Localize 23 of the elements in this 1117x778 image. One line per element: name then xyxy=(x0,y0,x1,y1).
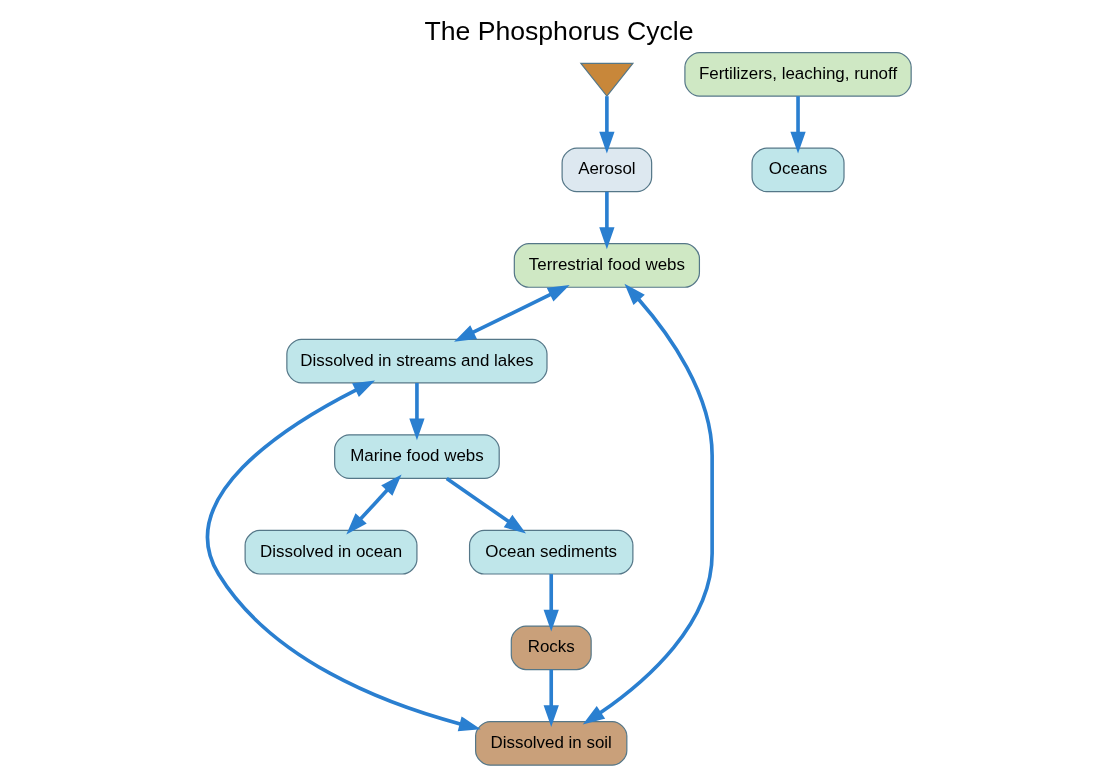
arrow xyxy=(445,476,526,534)
arrow xyxy=(789,95,806,154)
node-picture xyxy=(579,62,634,97)
node-box: Dissolved in streams and lakes xyxy=(285,338,548,383)
node-box: Rocks xyxy=(510,624,592,670)
node-box: Aerosol xyxy=(561,147,652,192)
arrow xyxy=(408,382,425,440)
node-box: Dissolved in ocean xyxy=(244,529,418,575)
node-box: Fertilizers, leaching, runoff xyxy=(683,51,912,97)
arrow xyxy=(582,283,714,724)
node-box: Ocean sediments xyxy=(468,529,633,575)
arrow xyxy=(543,669,559,727)
arrow xyxy=(345,474,402,534)
node-box: Terrestrial food webs xyxy=(513,242,700,288)
arrow xyxy=(453,284,570,342)
node-box: Marine food webs xyxy=(333,433,500,479)
diagram-title: The Phosphorus Cycle xyxy=(423,15,694,46)
arrow xyxy=(598,191,615,249)
arrow xyxy=(598,95,614,154)
arrow xyxy=(543,573,559,631)
node-box: Oceans xyxy=(750,147,845,192)
arrow xyxy=(205,380,481,731)
node-box: Dissolved in soil xyxy=(474,720,627,766)
